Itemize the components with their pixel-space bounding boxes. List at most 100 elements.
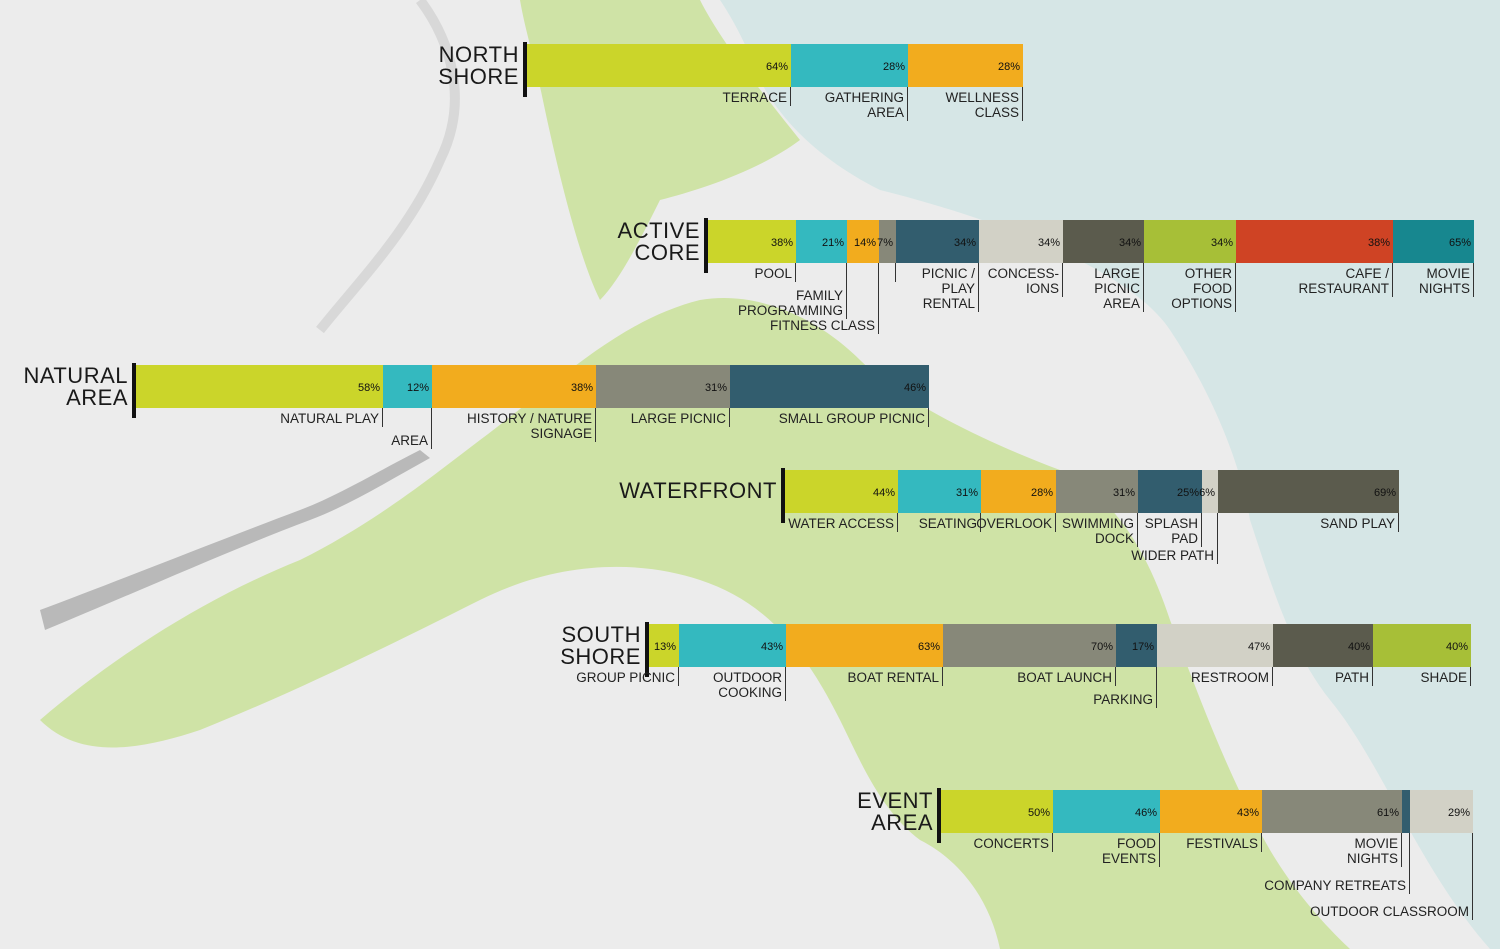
bar-category-label: OUTDOOR COOKING [713,670,782,700]
bar-category-label: PATH [1334,670,1369,685]
zone-title-north-shore: NORTH SHORE [438,42,519,89]
bar-category-label: NATURAL PLAY [280,411,379,426]
map-road [40,450,430,630]
callout-tick [1472,833,1473,920]
bar-value-label: 31% [704,382,727,394]
bar-value-label: 29% [1447,807,1470,819]
bar-value-label: 61% [1376,807,1399,819]
bar-segment: 47% [1157,624,1273,667]
bar-value-label: 14% [853,237,876,249]
bar-segment: 70% [943,624,1116,667]
bar-value-label: 46% [1134,807,1157,819]
callout-tick [1398,513,1399,532]
bar-value-label: 40% [1445,641,1468,653]
bar-category-label: HISTORY / NATURE SIGNAGE [466,411,592,441]
bar-category-label: GATHERING AREA [824,90,904,120]
callout-tick [928,408,929,427]
callout-tick [978,263,979,312]
bar-value-label: 13% [653,641,676,653]
bar-value-label: 47% [1247,641,1270,653]
callout-tick [895,263,896,282]
bar-value-label: 70% [1090,641,1113,653]
bar-value-label: 7% [877,237,893,249]
callout-tick [382,408,383,427]
callout-tick [980,513,981,532]
callout-tick [785,667,786,701]
zone-rule-north-shore [523,42,527,97]
bar-value-label: 34% [1037,237,1060,249]
bar-category-label: LARGE PICNIC AREA [1094,266,1140,311]
bar-category-label: WATER ACCESS [788,516,894,531]
bar-segment: 14% [847,220,879,263]
bar-category-label: SHADE [1420,670,1467,685]
bar-category-label: LARGE PICNIC [630,411,726,426]
bar-segment: 31% [898,470,981,513]
map-park-peninsula [40,298,1350,949]
bar-value-label: 40% [1347,641,1370,653]
bar-category-label: OVERLOOK [976,516,1052,531]
callout-tick [790,87,791,106]
bar-category-label: WIDER PATH [1131,548,1214,563]
callout-tick [1055,513,1056,532]
bar-value-label: 17% [1131,641,1154,653]
bar-segment: 28% [981,470,1056,513]
bar-category-label: SWIMMING DOCK [1062,516,1134,546]
bar-value-label: 38% [1367,237,1390,249]
callout-tick [1473,263,1474,297]
bar-segment: 58% [136,365,383,408]
callout-tick [1261,833,1262,852]
callout-tick [1022,87,1023,121]
callout-tick [1272,667,1273,686]
callout-tick [942,667,943,686]
bar-category-label: BOAT LAUNCH [1017,670,1112,685]
bar-segment: 28% [908,44,1023,87]
bar-category-label: FOOD EVENTS [1101,836,1156,866]
callout-tick [431,408,432,449]
zone-rule-event-area [937,788,941,843]
bar-segment: 28% [791,44,908,87]
callout-tick [1115,667,1116,686]
bar-value-label: 28% [1030,487,1053,499]
callout-tick [1143,263,1144,312]
zone-rule-active-core [704,218,708,273]
bar-value-label: 65% [1448,237,1471,249]
bar-category-label: BOAT RENTAL [847,670,939,685]
callout-tick [1235,263,1236,312]
callout-tick [846,263,847,319]
bar-value-label: 12% [406,382,429,394]
bar-segment: 38% [708,220,796,263]
callout-tick [1137,513,1138,547]
bar-category-label: MOVIE NIGHTS [1346,836,1398,866]
bar-category-label: SAND PLAY [1320,516,1395,531]
bar-segment [1402,790,1410,833]
bar-category-label: CONCERTS [973,836,1049,851]
map-road-curve [316,0,460,334]
callout-tick [897,513,898,532]
zone-rule-south-shore [645,622,649,677]
bar-segment: 31% [1056,470,1138,513]
bar-segment: 69% [1218,470,1399,513]
bar-segment: 38% [1236,220,1393,263]
zone-title-natural-area: NATURAL AREA [23,363,128,410]
bar-value-label: 34% [1118,237,1141,249]
bar-segment: 50% [941,790,1053,833]
bar-segment: 12% [383,365,432,408]
bar-value-label: 21% [821,237,844,249]
bar-category-label: SEATING [918,516,977,531]
callout-tick [1062,263,1063,297]
bar-category-label: FITNESS CLASS [769,318,875,333]
bar-segment: 40% [1273,624,1373,667]
bar-value-label: 69% [1373,487,1396,499]
zone-title-waterfront: WATERFRONT [619,478,777,503]
bar-value-label: 31% [1112,487,1135,499]
bar-category-label: SPLASH PAD [1144,516,1198,546]
callout-tick [1392,263,1393,297]
bar-value-label: 64% [765,61,788,73]
bar-value-label: 50% [1027,807,1050,819]
callout-tick [878,263,879,334]
bar-category-label: OUTDOOR CLASSROOM [1309,904,1469,919]
bar-segment: 40% [1373,624,1471,667]
callout-tick [795,263,796,282]
bar-segment: 38% [432,365,596,408]
callout-tick [595,408,596,442]
